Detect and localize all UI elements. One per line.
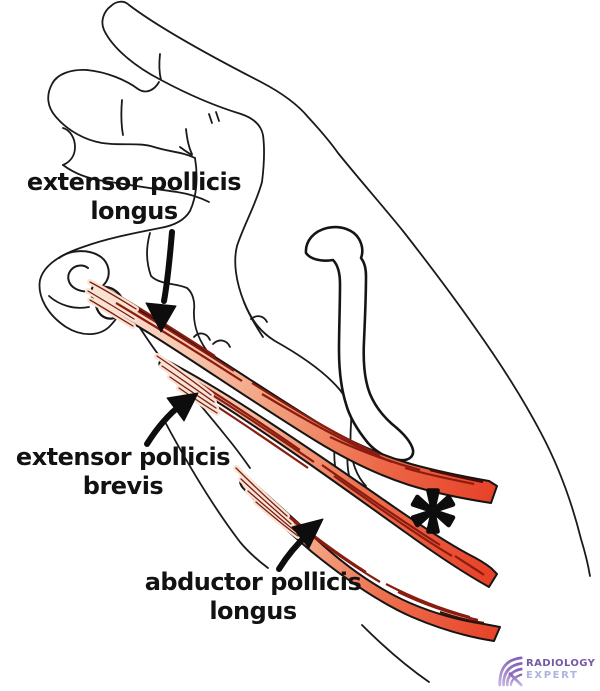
label-abductor-pollicis-longus: abductor pollicis longus — [126, 568, 380, 626]
label-extensor-pollicis-longus: extensor pollicis longus — [7, 168, 261, 226]
epl-arrowhead-icon — [145, 302, 177, 333]
epb-arrowhead-icon — [166, 392, 199, 422]
thumb-tip-fold — [48, 295, 90, 309]
tendon-frayed-strips — [85, 279, 301, 539]
middle-finger-crease-1 — [120, 99, 124, 136]
middle-finger-upper-edge — [86, 69, 160, 93]
wrist-lower-edge-1 — [163, 419, 269, 569]
index-finger-bottom-edge — [101, 5, 265, 338]
thumb-mcp-folds — [193, 332, 231, 348]
label-apl-line1: abductor pollicis — [144, 568, 362, 596]
label-extensor-pollicis-brevis: extensor pollicis brevis — [0, 443, 250, 501]
index-finger-top-edge — [110, 0, 591, 577]
ring-finger-tip — [62, 127, 76, 166]
label-epl-line2: longus — [90, 197, 178, 225]
wrist-lower-edge-2 — [361, 624, 430, 683]
metacarpal-bone — [304, 225, 415, 462]
asterisk-icon — [410, 488, 456, 534]
radiology-expert-logo: RADIOLOGY EXPERT — [496, 650, 600, 690]
label-epb-line1: extensor pollicis — [15, 443, 231, 471]
label-epb-line2: brevis — [82, 472, 164, 500]
index-finger-crease — [158, 53, 162, 81]
radiology-expert-logo-icon — [498, 656, 523, 687]
middle-finger-outline — [47, 69, 196, 159]
epl-arrow — [161, 229, 175, 304]
tendons — [85, 279, 501, 642]
logo-brand-top: RADIOLOGY — [526, 658, 596, 669]
middle-finger-crease-3 — [208, 111, 220, 124]
label-apl-line2: longus — [209, 597, 297, 625]
apl-arrowhead-icon — [291, 518, 324, 549]
label-arrows — [144, 229, 324, 572]
middle-finger-crease-2 — [179, 128, 193, 156]
logo-brand-bottom: EXPERT — [526, 670, 579, 681]
label-epl-line1: extensor pollicis — [26, 168, 242, 196]
